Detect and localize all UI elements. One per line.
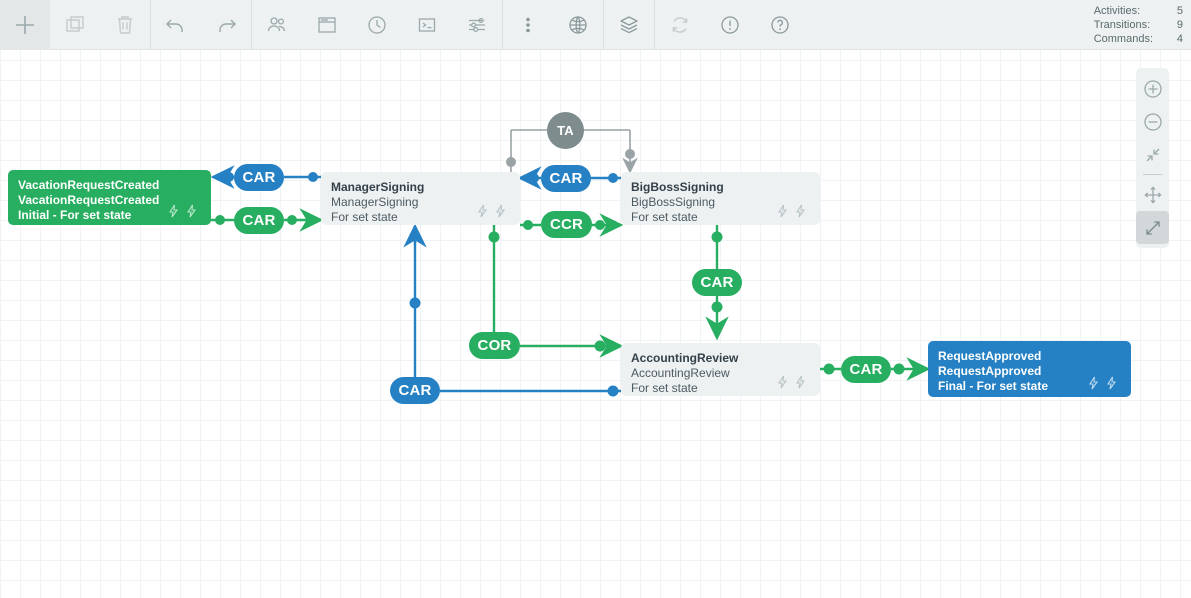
lightning-bolt-icon [1088,376,1099,390]
activity-bolts [777,204,806,218]
activity-bolts [168,204,197,218]
toolbar-group-tools [252,0,502,50]
transition-label-ccr-manager-to-bigboss[interactable]: CCR [541,211,592,238]
actors-icon[interactable] [252,0,302,50]
toolbar-group-history [151,0,251,50]
diagram-stats: Activities: 5 Transitions: 9 Commands: 4 [1094,4,1183,46]
transition-label-car-vacation-to-manager[interactable]: CAR [234,207,284,234]
refresh-icon[interactable] [655,0,705,50]
activity-bolts [777,375,806,389]
zoom-panel-divider [1143,174,1162,175]
activity-name: AccountingReview [631,351,739,365]
stat-label-commands: Commands: [1093,33,1153,45]
transition-label-car-accounting-to-manager[interactable]: CAR [390,377,440,404]
stat-label-activities: Activities: [1093,5,1141,17]
activity-node-bigboss-signing[interactable]: BigBossSigning BigBossSigning For set st… [621,172,820,225]
toolbar-separator [150,0,151,50]
fit-to-screen-button[interactable] [1136,138,1169,171]
undo-icon[interactable] [151,0,201,50]
transition-label-car-accounting-to-approved[interactable]: CAR [841,356,891,383]
lightning-bolt-icon [777,375,788,389]
activity-name: VacationRequestCreated [18,178,160,192]
zoom-out-button[interactable] [1136,105,1169,138]
connector-bigboss-to-accounting[interactable] [705,225,729,341]
forms-icon[interactable] [302,0,352,50]
activity-state: VacationRequestCreated [18,193,160,207]
activity-node-manager-signing[interactable]: ManagerSigning ManagerSigning For set st… [321,172,520,225]
activity-state: ManagerSigning [331,195,419,209]
connector-manager-to-vacation[interactable] [210,165,321,189]
connector-timer-ta[interactable] [506,129,638,174]
activity-meta: For set state [331,210,398,224]
connector-bigboss-to-manager[interactable] [517,166,621,190]
activity-bolts [477,204,506,218]
toolbar-group-layers [604,0,654,50]
toolbar-separator [502,0,503,50]
activity-state: RequestApproved [938,364,1042,378]
localization-icon[interactable] [553,0,603,50]
activity-meta: Initial - For set state [18,208,132,222]
toolbar-separator [251,0,252,50]
more-options-icon[interactable] [503,0,553,50]
connector-accounting-to-manager[interactable] [403,223,622,397]
lightning-bolt-icon [777,204,788,218]
activity-node-accounting-review[interactable]: AccountingReview AccountingReview For se… [621,343,820,396]
delete-icon[interactable] [100,0,150,50]
activity-name: BigBossSigning [631,180,724,194]
transition-label-car-manager-to-vacation[interactable]: CAR [234,164,284,191]
activity-meta: For set state [631,210,698,224]
toolbar-group-status [655,0,805,50]
redo-icon[interactable] [201,0,251,50]
add-icon[interactable] [0,0,50,50]
toolbar: Activities: 5 Transitions: 9 Commands: 4 [0,0,1191,50]
pan-button[interactable] [1136,178,1169,211]
lightning-bolt-icon [1106,376,1117,390]
lightning-bolt-icon [495,204,506,218]
stat-value-commands: 4 [1176,33,1183,45]
zoom-panel [1136,68,1169,248]
help-icon[interactable] [755,0,805,50]
copy-icon[interactable] [50,0,100,50]
activity-meta: Final - For set state [938,379,1049,393]
lightning-bolt-icon [168,204,179,218]
activity-name: ManagerSigning [331,180,425,194]
stat-value-transitions: 9 [1176,19,1183,31]
layers-icon[interactable] [604,0,654,50]
activity-meta: For set state [631,381,698,395]
stat-label-transitions: Transitions: [1093,19,1151,31]
toolbar-group-misc [503,0,603,50]
lightning-bolt-icon [795,204,806,218]
toolbar-group-edit [0,0,150,50]
transition-label-car-bigboss-to-manager[interactable]: CAR [541,165,591,192]
toolbar-separator [654,0,655,50]
expand-button[interactable] [1136,211,1169,244]
activity-bolts [1088,376,1117,390]
activity-name: RequestApproved [938,349,1042,363]
toolbar-separator [603,0,604,50]
code-actions-icon[interactable] [402,0,452,50]
stat-value-activities: 5 [1176,5,1183,17]
connector-vacation-to-manager[interactable] [211,208,324,232]
lightning-bolt-icon [477,204,488,218]
transition-label-cor-manager-to-accounting[interactable]: COR [469,332,520,359]
connector-manager-to-bigboss[interactable] [520,213,624,237]
activity-state: AccountingReview [631,366,730,380]
timers-icon[interactable] [352,0,402,50]
connector-manager-to-accounting[interactable] [488,225,624,358]
connector-layer [210,129,931,397]
activity-node-vacation-request-created[interactable]: VacationRequestCreated VacationRequestCr… [8,170,211,225]
transition-label-car-bigboss-to-accounting[interactable]: CAR [692,269,742,296]
activity-node-request-approved[interactable]: RequestApproved RequestApproved Final - … [928,341,1131,397]
lightning-bolt-icon [186,204,197,218]
activity-state: BigBossSigning [631,195,716,209]
transition-label-ta-timer[interactable]: TA [547,112,584,149]
errors-icon[interactable] [705,0,755,50]
parameters-icon[interactable] [452,0,502,50]
lightning-bolt-icon [795,375,806,389]
connector-accounting-to-approved[interactable] [820,357,931,381]
workflow-canvas[interactable]: VacationRequestCreated VacationRequestCr… [0,50,1191,598]
zoom-in-button[interactable] [1136,72,1169,105]
